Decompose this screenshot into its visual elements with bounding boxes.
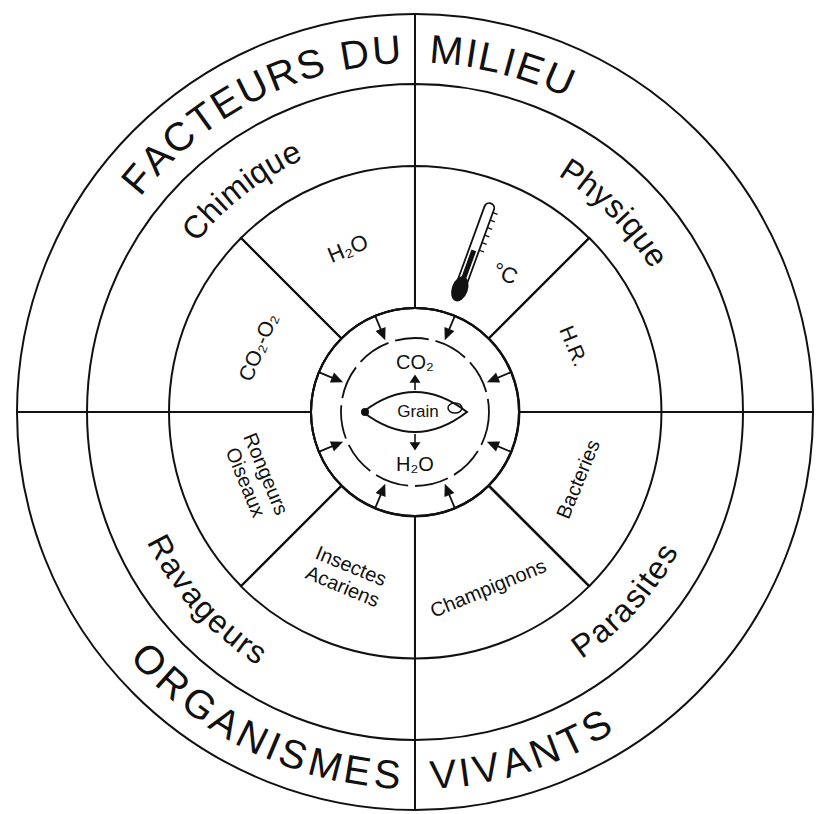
factor-sector: H.R.	[487, 236, 663, 414]
quadrant-sector: CO₂-O₂ H₂O Chimique	[85, 82, 417, 414]
factor-label: CO₂-O₂	[234, 310, 283, 385]
quadrant-sector: ChampignonsBacteriesParasites	[413, 410, 745, 742]
grain-tip	[362, 409, 368, 415]
sector-outline	[489, 238, 661, 412]
quadrant-label: Parasites	[565, 535, 683, 663]
arc-letter: M	[428, 29, 465, 72]
sector-outline	[489, 412, 661, 586]
center-circle: Grain CO₂ H₂O	[309, 306, 521, 518]
arc-letter: U	[370, 29, 402, 71]
grain-outline	[363, 392, 467, 432]
release-arrow-head	[411, 376, 419, 382]
release-arrow-head	[411, 443, 419, 449]
inward-arrows	[318, 315, 511, 508]
factor-sector: °C	[413, 164, 591, 340]
arc-letter: S	[372, 753, 402, 795]
factor-label: H.R.	[555, 322, 592, 370]
sector-outline	[87, 412, 415, 740]
inward-arrow	[487, 369, 511, 385]
grain-shape: Grain	[358, 387, 472, 437]
arc-letter	[409, 29, 420, 69]
inward-arrow	[487, 439, 511, 455]
organism-label: Insectes Acariens	[303, 541, 392, 611]
sector-outline	[241, 166, 415, 338]
band-divider	[414, 14, 416, 84]
band-divider	[743, 411, 813, 413]
thermometer-bulb	[448, 274, 472, 304]
inward-arrow	[442, 484, 458, 508]
organism-label: Bacteries	[551, 437, 603, 522]
sector-outline	[415, 412, 743, 740]
inward-arrow	[372, 484, 388, 508]
thermometer-ticks	[479, 213, 497, 252]
inward-arrow	[318, 439, 342, 455]
inward-arrow	[318, 369, 342, 385]
organism-label: Rongeurs Oiseaux	[219, 429, 293, 526]
grain-germ	[448, 403, 462, 413]
factor-sector: CO₂-O₂	[167, 236, 343, 414]
sector-outline	[87, 84, 415, 412]
organism-label: Champignons	[426, 554, 548, 622]
release-arrow	[414, 434, 416, 443]
inward-arrow	[442, 315, 458, 339]
arc-letter: E	[341, 749, 374, 793]
band-title: FACTEURS DU MILIEU	[113, 24, 584, 202]
arc-letter: D	[337, 32, 372, 76]
outer-circle	[17, 14, 813, 810]
quadrant-sector: Rongeurs OiseauxInsectes AcariensRavageu…	[85, 410, 417, 742]
band-divider	[414, 740, 416, 810]
arc-letter: M	[304, 740, 346, 787]
outer-band: CO₂-O₂ H₂O Chimique °C H.R. PhysiqueRongeurs …	[15, 12, 815, 812]
exchange-circle	[341, 338, 489, 486]
node-outline	[413, 164, 591, 340]
arc-letter	[409, 755, 420, 795]
arc-letter: V	[428, 753, 458, 795]
circle-outline	[311, 308, 519, 516]
gas-label: CO₂	[396, 351, 434, 373]
gas-label: H₂O	[396, 453, 434, 475]
band-divider	[17, 411, 87, 413]
thermometer-tube	[457, 202, 496, 286]
sector-outline	[241, 486, 415, 658]
grain-label: Grain	[397, 403, 439, 422]
sector-outline	[415, 84, 743, 412]
band-title: ORGANISMES VIVANTS	[125, 635, 621, 798]
quadrant-label: Physique	[553, 153, 674, 274]
inward-arrow	[372, 315, 388, 339]
organism-sector: Bacteries	[487, 410, 663, 588]
factor-label: H₂O	[324, 230, 372, 268]
sector-outline	[415, 166, 589, 338]
factor-label: °C	[489, 258, 521, 290]
sector-outline	[169, 238, 341, 412]
quadrant-label: Chimique	[176, 135, 310, 247]
thermometer-icon	[448, 201, 500, 305]
quadrant-sector: °C H.R. Physique	[413, 82, 745, 414]
